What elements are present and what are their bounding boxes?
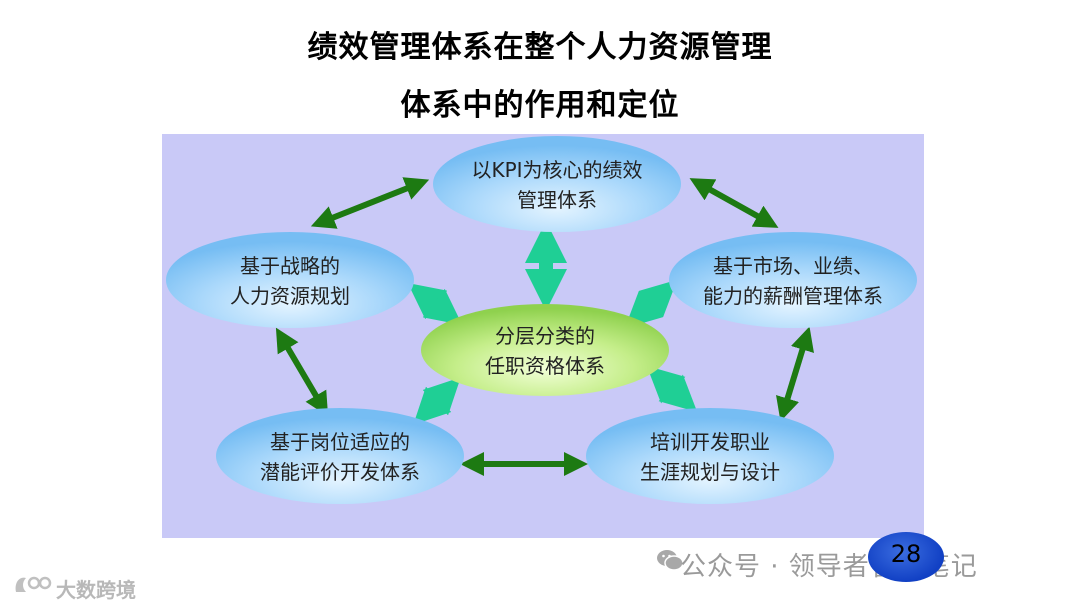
node-career-label: 培训开发职业 生涯规划与设计 <box>586 427 834 487</box>
page-number: 28 <box>890 540 922 568</box>
page-title-line-1: 绩效管理体系在整个人力资源管理 <box>307 30 773 65</box>
node-career-shape <box>586 408 834 504</box>
node-center-line1: 分层分类的 <box>495 324 595 348</box>
node-strategy-label: 基于战略的 人力资源规划 <box>166 251 414 311</box>
node-kpi-shape <box>433 136 681 232</box>
node-pay-label: 基于市场、业绩、 能力的薪酬管理体系 <box>669 251 917 311</box>
arrow-kpi-pay <box>689 178 779 228</box>
arrow-center-pay <box>624 279 678 329</box>
node-pay-line2: 能力的薪酬管理体系 <box>703 284 883 308</box>
node-pay-shape <box>669 232 917 328</box>
node-kpi-label: 以KPI为核心的绩效 管理体系 <box>433 155 681 215</box>
node-career-line2: 生涯规划与设计 <box>640 460 780 484</box>
watermark-logo-icon <box>15 576 52 592</box>
node-pay-line1: 基于市场、业绩、 <box>713 254 873 278</box>
node-kpi-line1: 以KPI为核心的绩效 <box>471 158 643 182</box>
node-center-shape <box>421 304 669 396</box>
arrow-pay-career <box>776 326 814 422</box>
watermark-brand-name: 大数跨境 <box>56 578 136 602</box>
node-assessment-shape <box>216 408 464 504</box>
node-career-line1: 培训开发职业 <box>650 430 770 454</box>
wechat-icon <box>657 550 684 571</box>
node-strategy-line2: 人力资源规划 <box>230 284 350 308</box>
arrow-center-career <box>646 365 698 413</box>
page-number-badge <box>868 532 944 582</box>
node-kpi-line2: 管理体系 <box>517 188 597 212</box>
node-center-line2: 任职资格体系 <box>485 354 605 378</box>
arrow-strategy-assessment <box>275 327 329 417</box>
node-strategy-shape <box>166 232 414 328</box>
arrow-center-strategy <box>407 283 463 325</box>
node-assessment-line2: 潜能评价开发体系 <box>260 460 420 484</box>
page-title-line-2: 体系中的作用和定位 <box>400 88 680 123</box>
node-assessment-line1: 基于岗位适应的 <box>270 430 410 454</box>
node-assessment-label: 基于岗位适应的 潜能评价开发体系 <box>216 427 464 487</box>
arrow-center-assessment <box>413 377 461 425</box>
arrow-strategy-kpi <box>310 177 430 229</box>
node-strategy-line1: 基于战略的 <box>240 254 340 278</box>
node-center-label: 分层分类的 任职资格体系 <box>421 321 669 381</box>
